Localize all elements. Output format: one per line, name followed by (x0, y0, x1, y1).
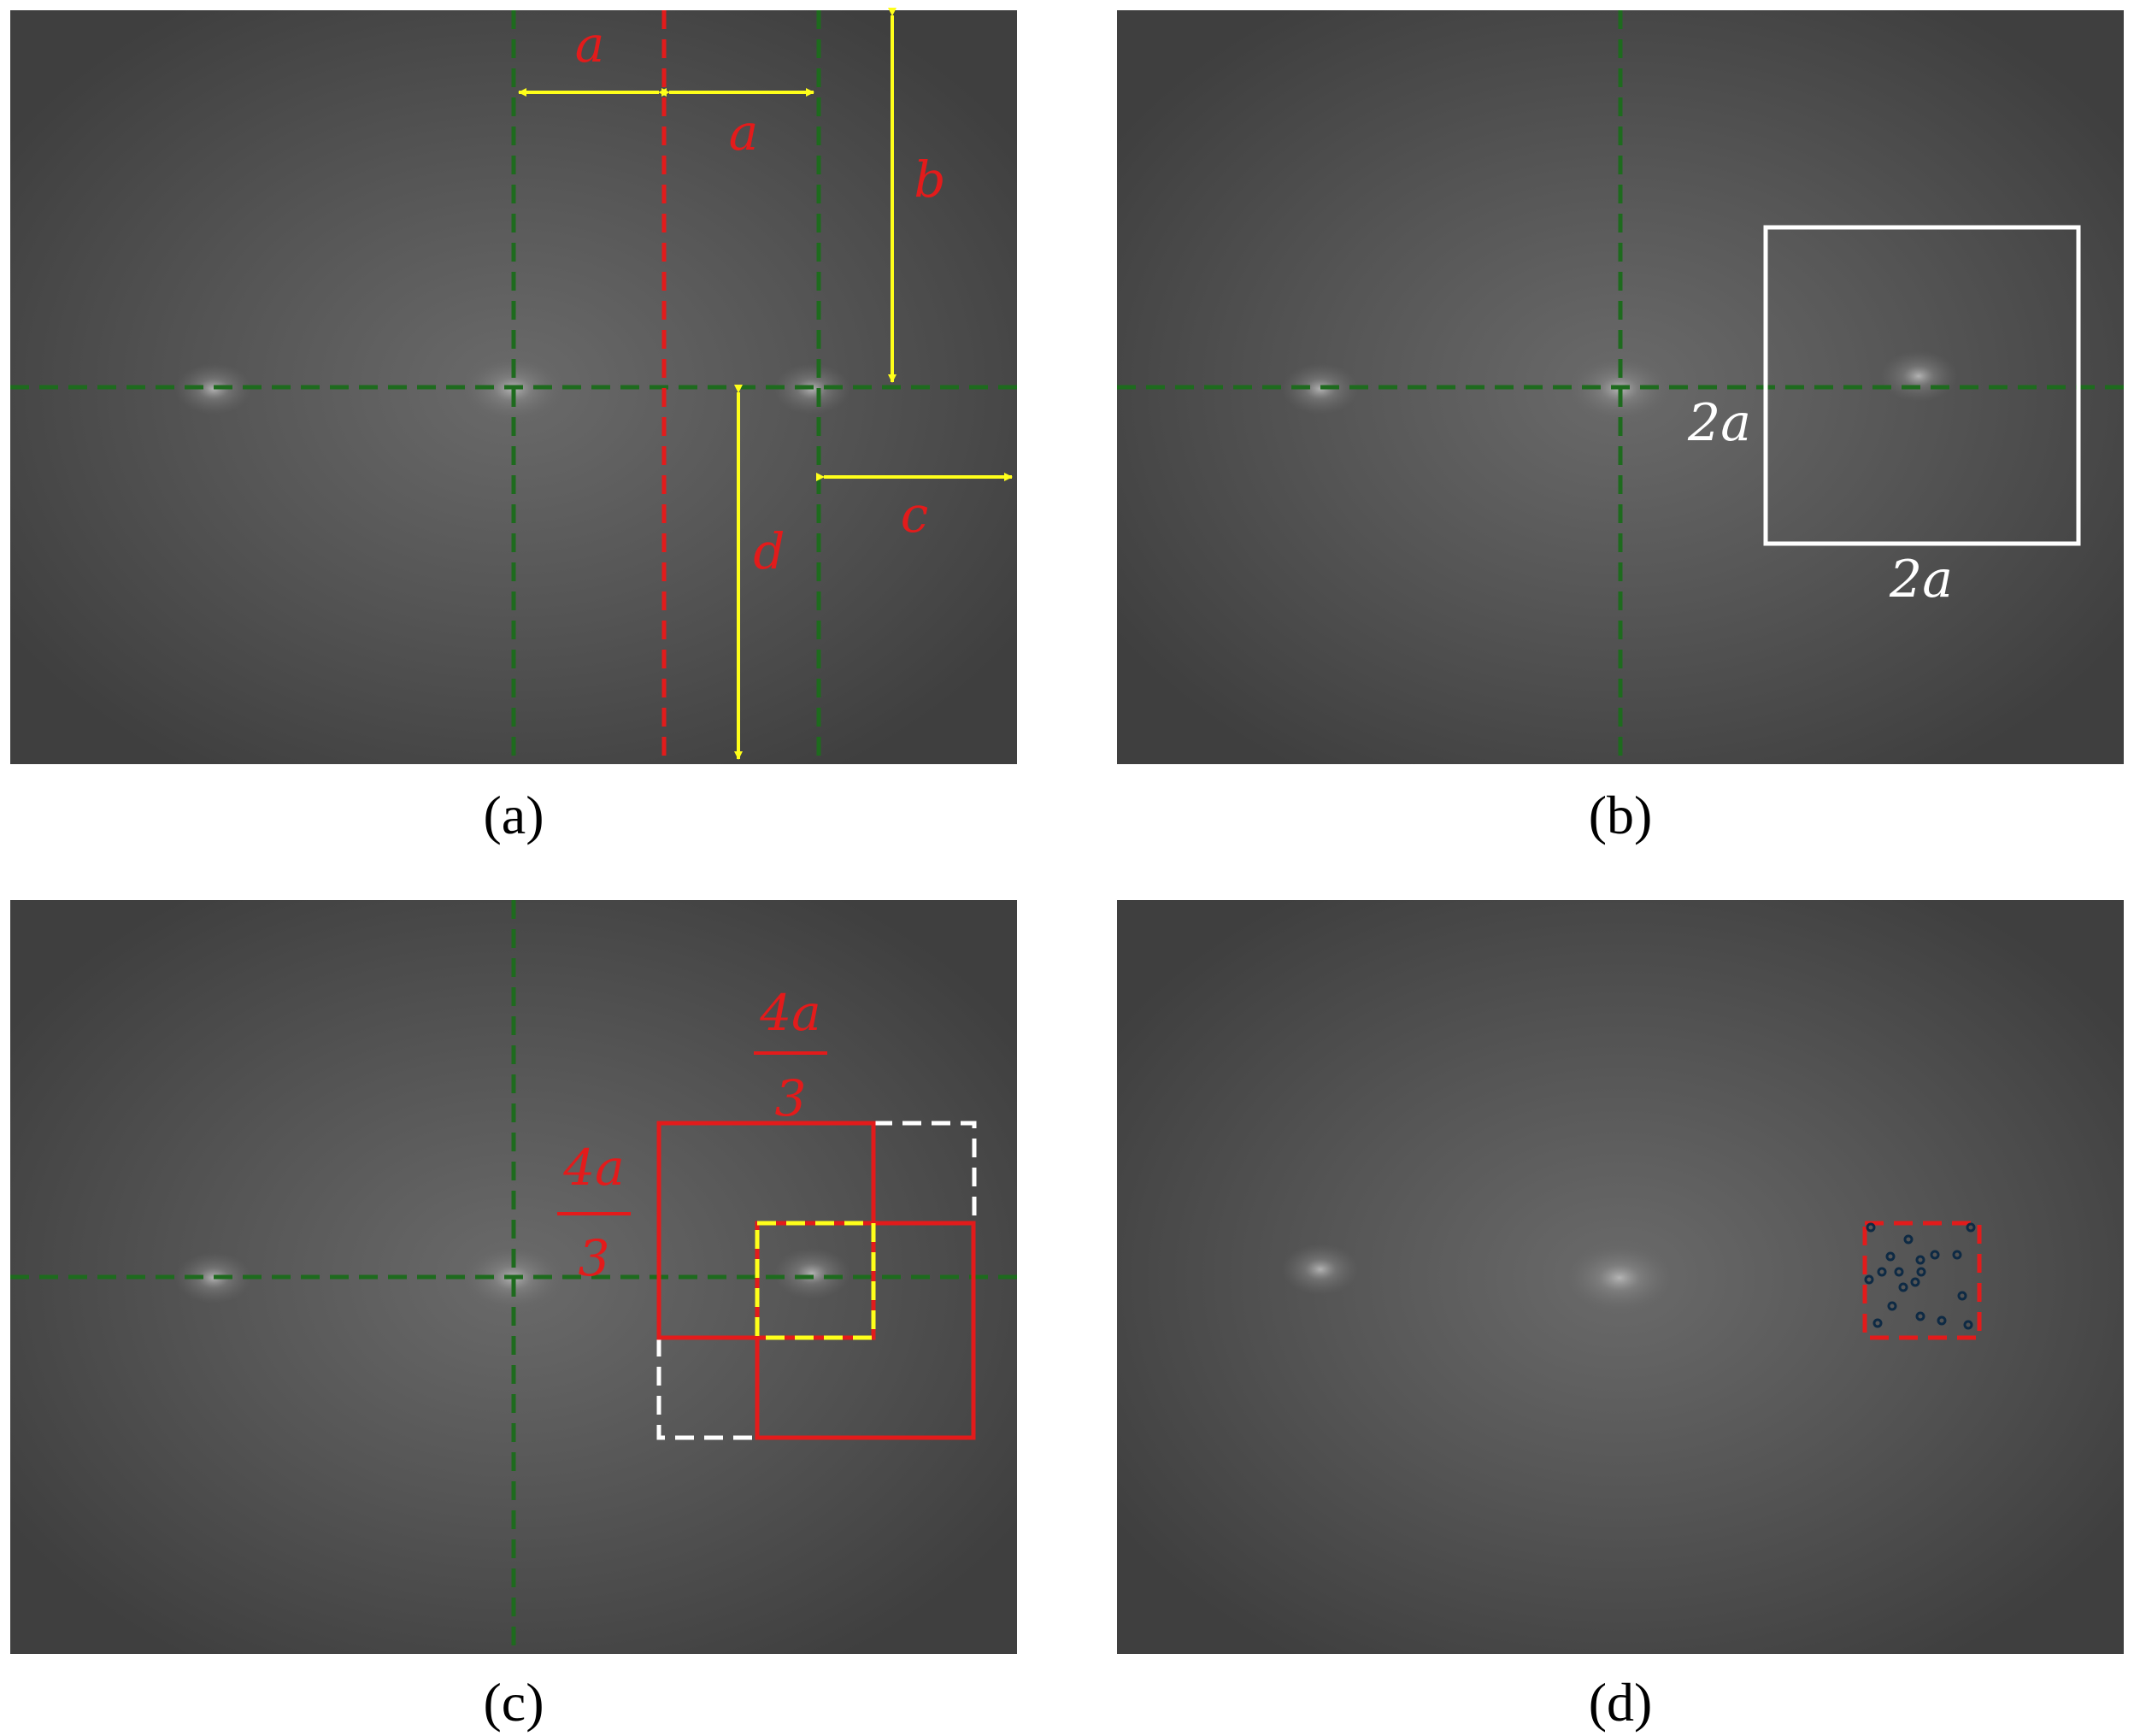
sample-point (1903, 1234, 1914, 1245)
panel-a: a a b c d (10, 8, 1017, 764)
caption-d: (d) (1588, 1672, 1653, 1733)
fraction-top-denominator: 3 (775, 1069, 807, 1127)
sample-point (1937, 1315, 1947, 1326)
label-a-left: a (575, 15, 605, 74)
fraction-left-numerator: 4a (562, 1139, 624, 1197)
white-dashed-outline-bottom-left (656, 1338, 757, 1440)
sample-point (1894, 1267, 1904, 1277)
sample-point (1966, 1222, 1976, 1233)
panel-c: 4a 3 4a 3 (10, 900, 1017, 1654)
caption-a: (a) (483, 785, 544, 845)
label-box-height: 2a (1687, 393, 1751, 453)
sample-point (1864, 1274, 1874, 1285)
panel-b: 2a 2a (1117, 10, 2124, 764)
sample-point (1915, 1255, 1925, 1265)
caption-b: (b) (1588, 785, 1653, 845)
sample-point (1957, 1291, 1967, 1301)
white-dashed-outline-top-right (873, 1121, 977, 1222)
white-box-b (1763, 225, 2081, 546)
sample-point (1915, 1311, 1925, 1321)
fraction-top-numerator: 4a (759, 984, 820, 1042)
sample-point (1952, 1250, 1962, 1260)
overlap-region-yellow-dashed (755, 1221, 876, 1340)
label-box-width: 2a (1889, 550, 1953, 609)
fraction-left-denominator: 3 (579, 1229, 610, 1287)
label-c: c (901, 485, 928, 544)
caption-c: (c) (483, 1672, 544, 1733)
spot-right-c (773, 1248, 850, 1299)
spot-right-b (1880, 350, 1957, 402)
spot-left-d (1282, 1244, 1359, 1295)
label-a-right: a (729, 103, 759, 162)
sample-point (1872, 1318, 1883, 1328)
sample-point (1963, 1320, 1973, 1330)
sample-point (1887, 1301, 1897, 1311)
sample-point (1885, 1251, 1896, 1262)
sample-point (1898, 1282, 1908, 1292)
label-d: d (753, 522, 785, 580)
sample-point (1877, 1267, 1887, 1277)
label-b: b (914, 150, 945, 209)
sample-point (1930, 1250, 1940, 1260)
sample-point (1916, 1267, 1926, 1277)
panel-d (1117, 900, 2124, 1654)
spot-center-d (1568, 1245, 1671, 1310)
sample-point (1866, 1222, 1876, 1233)
sample-points (1864, 1222, 1976, 1330)
sample-point (1910, 1277, 1920, 1287)
